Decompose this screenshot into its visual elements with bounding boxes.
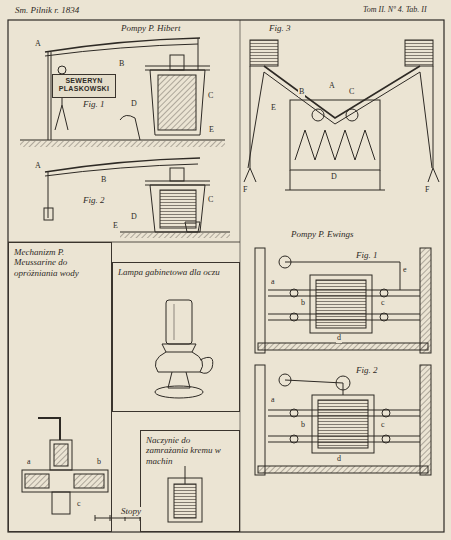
callout-letter: F (424, 186, 430, 195)
callout-letter: D (130, 100, 138, 109)
figure-caption: Fig. 3 (268, 24, 292, 34)
callout-letter: A (34, 162, 42, 171)
callout-letter: b (96, 458, 102, 467)
callout-letter: C (207, 92, 214, 101)
callout-letter: B (298, 88, 305, 97)
stamp-text: SEWERYN PLASKOWSKI (56, 77, 112, 93)
callout-letter: a (270, 396, 276, 405)
panel-caption: Lampa gabinetowa dla oczu (118, 267, 234, 277)
figure-caption: Fig. 1 (355, 251, 379, 261)
figure-panel: Lampa gabinetowa dla oczu (112, 262, 240, 412)
callout-letter: C (348, 88, 355, 97)
panel-caption: Naczynie do zamrażania kremu w machin (146, 435, 234, 466)
callout-letter: c (380, 421, 386, 430)
callout-letter: E (270, 104, 277, 113)
callout-letter: a (270, 278, 276, 287)
figure-panel: Naczynie do zamrażania kremu w machin (140, 430, 240, 532)
callout-letter: c (76, 500, 82, 509)
plate-header: Sm. Pilnik r. 1834 (14, 6, 80, 16)
panel-caption: Mechanizm P. Meussarine do opróżniania w… (14, 247, 106, 278)
figure-caption: Fig. 2 (82, 196, 106, 206)
figure-caption: Pompy P. Hibert (120, 24, 182, 34)
callout-letter: e (402, 266, 408, 275)
callout-letter: A (34, 40, 42, 49)
callout-letter: E (112, 222, 119, 231)
scale-label: Stopy (120, 507, 142, 517)
callout-letter: b (300, 421, 306, 430)
figure-caption: Fig. 2 (355, 366, 379, 376)
callout-letter: E (208, 126, 215, 135)
callout-letter: D (330, 173, 338, 182)
callout-letter: d (336, 334, 342, 343)
callout-letter: d (336, 455, 342, 464)
callout-letter: b (300, 299, 306, 308)
figure-caption: Pompy P. Ewings (290, 230, 355, 240)
callout-letter: A (328, 82, 336, 91)
callout-letter: c (380, 299, 386, 308)
figure-caption: Fig. 1 (82, 100, 106, 110)
callout-letter: a (26, 458, 32, 467)
figure-panel: Mechanizm P. Meussarine do opróżniania w… (8, 242, 112, 532)
callout-letter: B (118, 60, 125, 69)
plate-header: Tom II. Nº 4. Tab. II (362, 6, 428, 15)
callout-letter: C (207, 196, 214, 205)
callout-letter: D (130, 213, 138, 222)
stamp-box: SEWERYN PLASKOWSKI (52, 74, 116, 98)
callout-letter: F (242, 186, 248, 195)
callout-letter: B (100, 176, 107, 185)
